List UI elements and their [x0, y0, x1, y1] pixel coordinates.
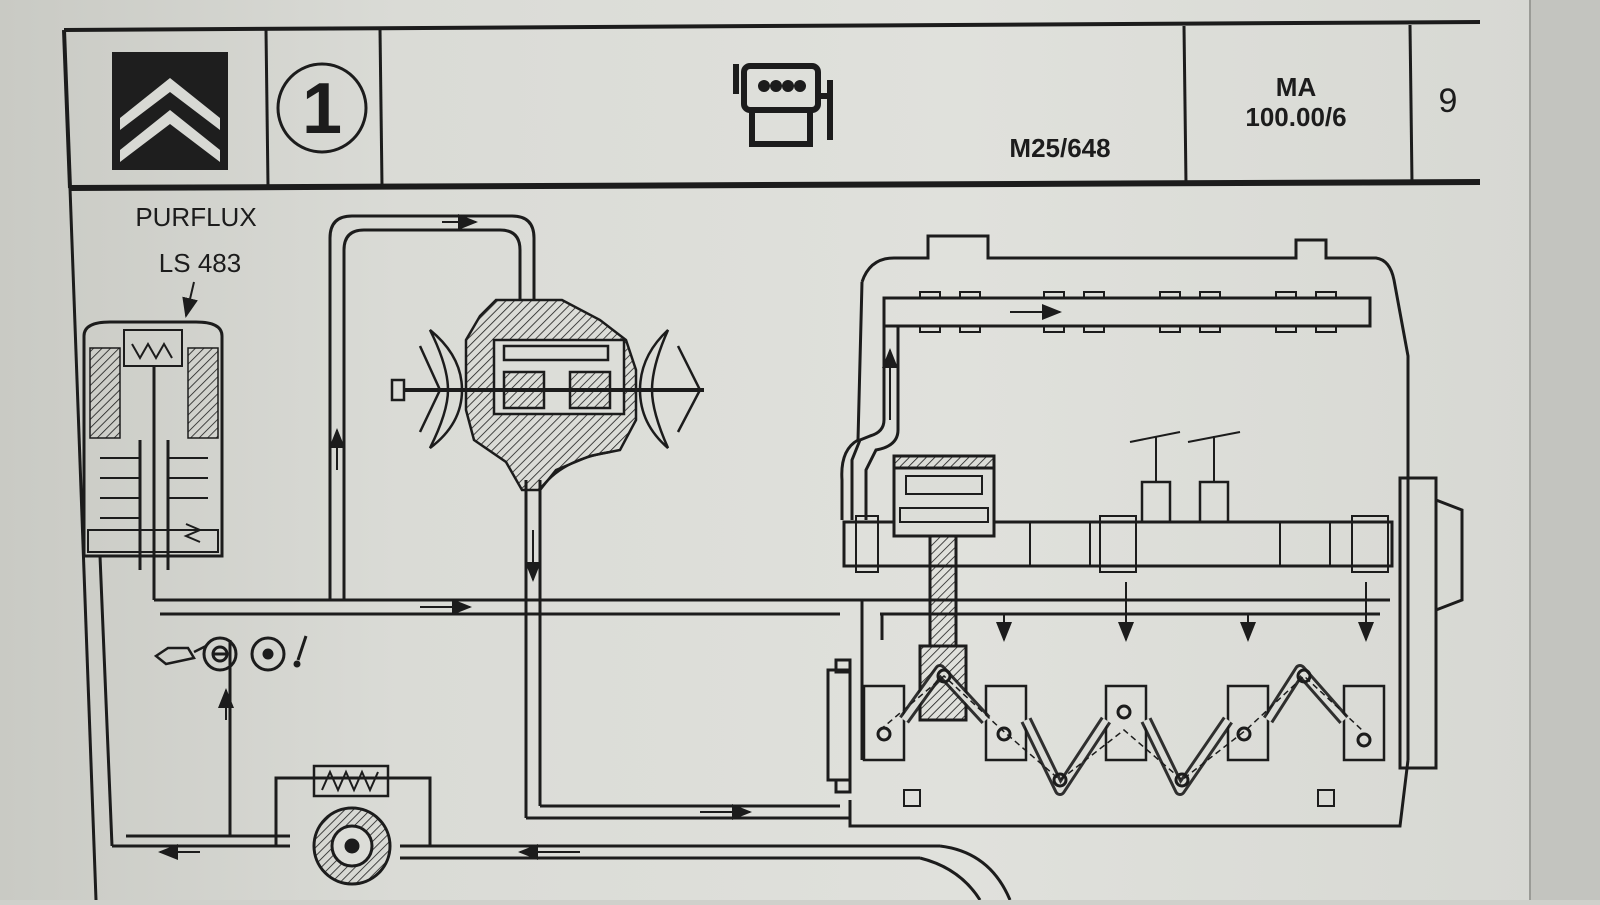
- manual-ref-line2: 100.00/6: [1245, 102, 1346, 132]
- pressure-switch-icon: [202, 636, 238, 672]
- oil-can-icon: [153, 644, 207, 666]
- code-label: M25/648: [1009, 133, 1110, 163]
- gauge-needle-icon: [293, 635, 308, 668]
- engine-block: [826, 234, 1464, 828]
- screen-right-bezel: [1530, 0, 1600, 900]
- filter-model: LS 483: [159, 248, 241, 278]
- filter-brand: PURFLUX: [135, 202, 256, 232]
- manual-ref-line1: MA: [1276, 72, 1317, 102]
- temperature-sensor-icon: [250, 636, 286, 672]
- circle-number: 1: [302, 69, 342, 149]
- oil-filter: [82, 320, 224, 600]
- oil-pump: [274, 764, 432, 886]
- filter-leader: [182, 281, 198, 318]
- section-circle: 1: [276, 62, 368, 154]
- citroen-logo: [112, 52, 228, 170]
- page-number: 9: [1439, 82, 1458, 120]
- oil-circuit: [98, 214, 1012, 901]
- turbocharger: [390, 298, 704, 492]
- header-band: [62, 20, 1481, 191]
- engine-block-icon: [733, 63, 833, 147]
